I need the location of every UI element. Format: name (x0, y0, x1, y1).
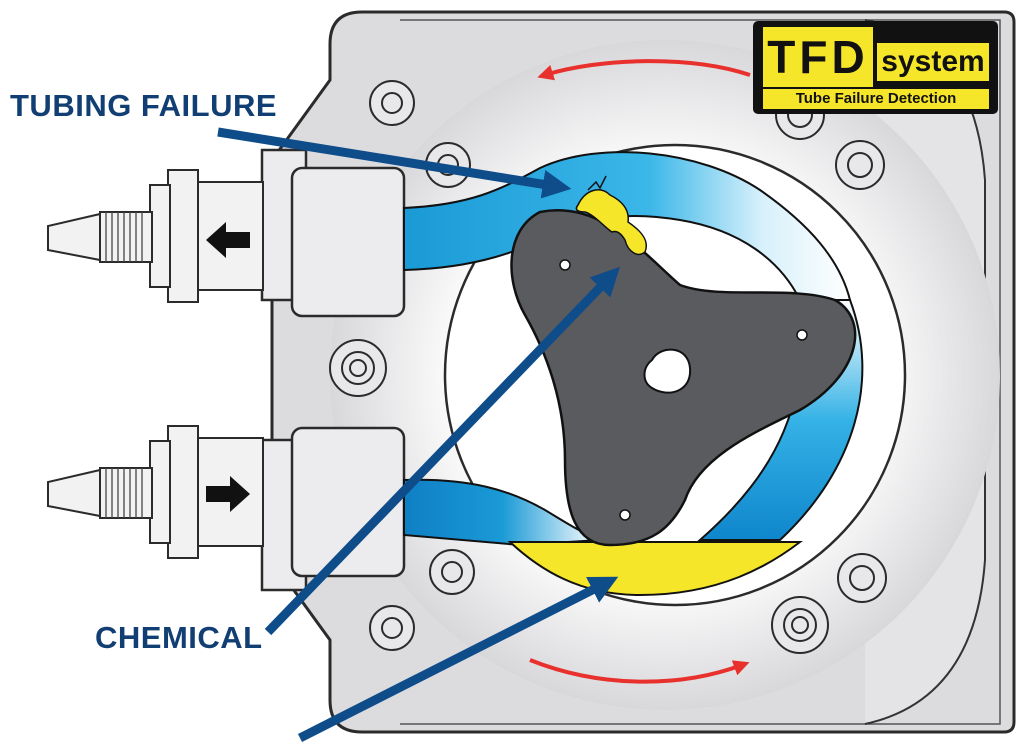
tfd-badge-letters: TFD (763, 27, 873, 87)
mounting-bolts (329, 80, 887, 654)
tubing-failure-label: TUBING FAILURE (10, 88, 278, 123)
flow-arrow-in-icon (206, 476, 250, 512)
rotor-pin (559, 259, 571, 271)
tfd-system-badge: TFD system Tube Failure Detection (753, 21, 998, 114)
callout-arrow-tubing-failure (217, 127, 572, 199)
connector-block-bottom (260, 426, 406, 592)
rotation-arrow-top (537, 59, 751, 81)
chemical-pool (507, 541, 803, 597)
bolt (329, 339, 387, 397)
rotor-pin (796, 329, 808, 341)
rotation-arrow-bottom (529, 658, 750, 684)
rotor-hub (643, 348, 692, 394)
chemical-label: CHEMICAL (95, 620, 263, 655)
callout-arrow-chemical-rotor (264, 266, 620, 636)
flow-arrow-out-icon (206, 222, 250, 258)
bolt (835, 140, 885, 190)
housing-inner-edge (400, 19, 1001, 725)
bolt (771, 596, 829, 654)
bolt (429, 549, 475, 595)
rotor-pin (619, 509, 631, 521)
connector-block-top (260, 148, 406, 318)
bolt (369, 605, 415, 651)
tfd-badge-subtitle: Tube Failure Detection (763, 89, 989, 109)
tube-crack (587, 175, 607, 191)
callout-arrow-chemical-pool (297, 576, 619, 743)
bolt (837, 553, 887, 603)
chemical-leak (575, 189, 647, 256)
tfd-badge-system: system (877, 43, 989, 81)
bolt (369, 80, 415, 126)
